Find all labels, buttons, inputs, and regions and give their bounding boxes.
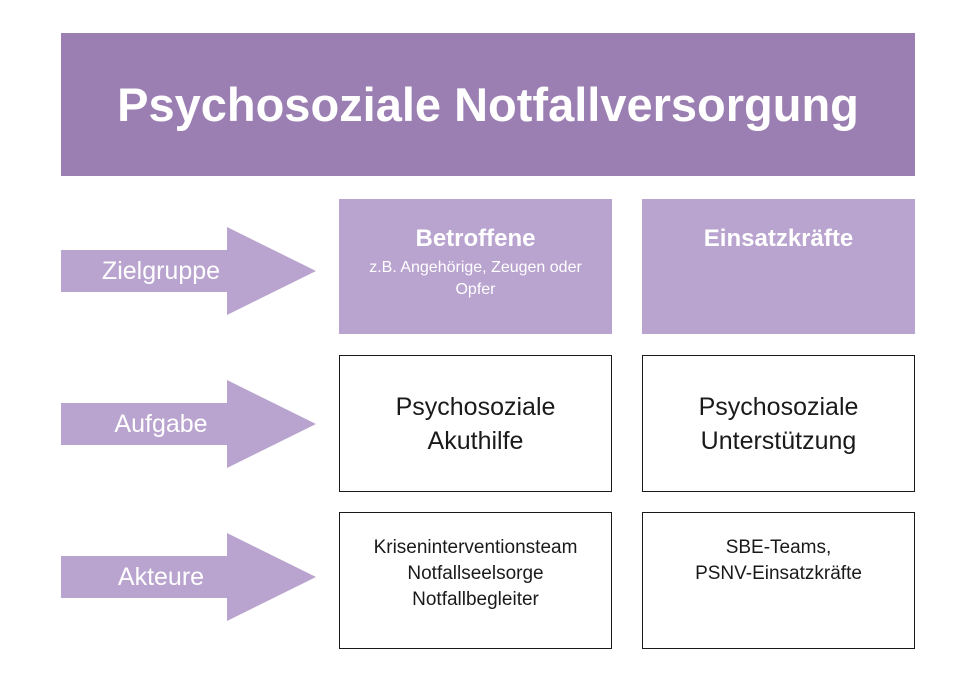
task-line: Psychosoziale [698, 392, 859, 421]
target-box-einsatzkraefte: Einsatzkräfte [642, 199, 915, 334]
task-box-einsatzkraefte: Psychosoziale Unterstützung [642, 355, 915, 492]
actor-line: SBE-Teams, [725, 537, 832, 558]
title-banner: Psychosoziale Notfallversorgung [61, 33, 915, 176]
target-title-einsatzkraefte: Einsatzkräfte [703, 225, 854, 252]
page-title: Psychosoziale Notfallversorgung [117, 78, 859, 131]
row-label-aufgabe: Aufgabe [114, 409, 208, 438]
arrow-aufgabe: Aufgabe [61, 380, 316, 468]
row-label-akteure: Akteure [117, 562, 205, 591]
actor-line: Notfallseelsorge [407, 563, 544, 584]
actor-line: Notfallbegleiter [412, 589, 539, 610]
actor-line: PSNV-Einsatzkräfte [695, 563, 862, 584]
actor-box-einsatzkraefte: SBE-Teams, PSNV-Einsatzkräfte [642, 512, 915, 649]
target-box-betroffene: Betroffene z.B. Angehörige, Zeugen oder … [339, 199, 612, 334]
arrow-shape [61, 380, 316, 468]
task-line: Unterstützung [700, 426, 857, 455]
task-line: Psychosoziale [395, 392, 556, 421]
arrow-akteure: Akteure [61, 533, 316, 621]
task-line: Akuthilfe [427, 426, 524, 455]
arrow-zielgruppe: Zielgruppe [61, 227, 316, 315]
arrow-shape [61, 533, 316, 621]
task-box-betroffene: Psychosoziale Akuthilfe [339, 355, 612, 492]
arrow-shape [61, 227, 316, 315]
target-subtitle-betroffene: z.B. Angehörige, Zeugen oder Opfer [369, 259, 582, 298]
actor-line: Kriseninterventionsteam [373, 537, 578, 558]
target-title-betroffene: Betroffene [415, 225, 536, 252]
row-label-zielgruppe: Zielgruppe [101, 256, 221, 285]
actor-box-betroffene: Kriseninterventionsteam Notfallseelsorge… [339, 512, 612, 649]
